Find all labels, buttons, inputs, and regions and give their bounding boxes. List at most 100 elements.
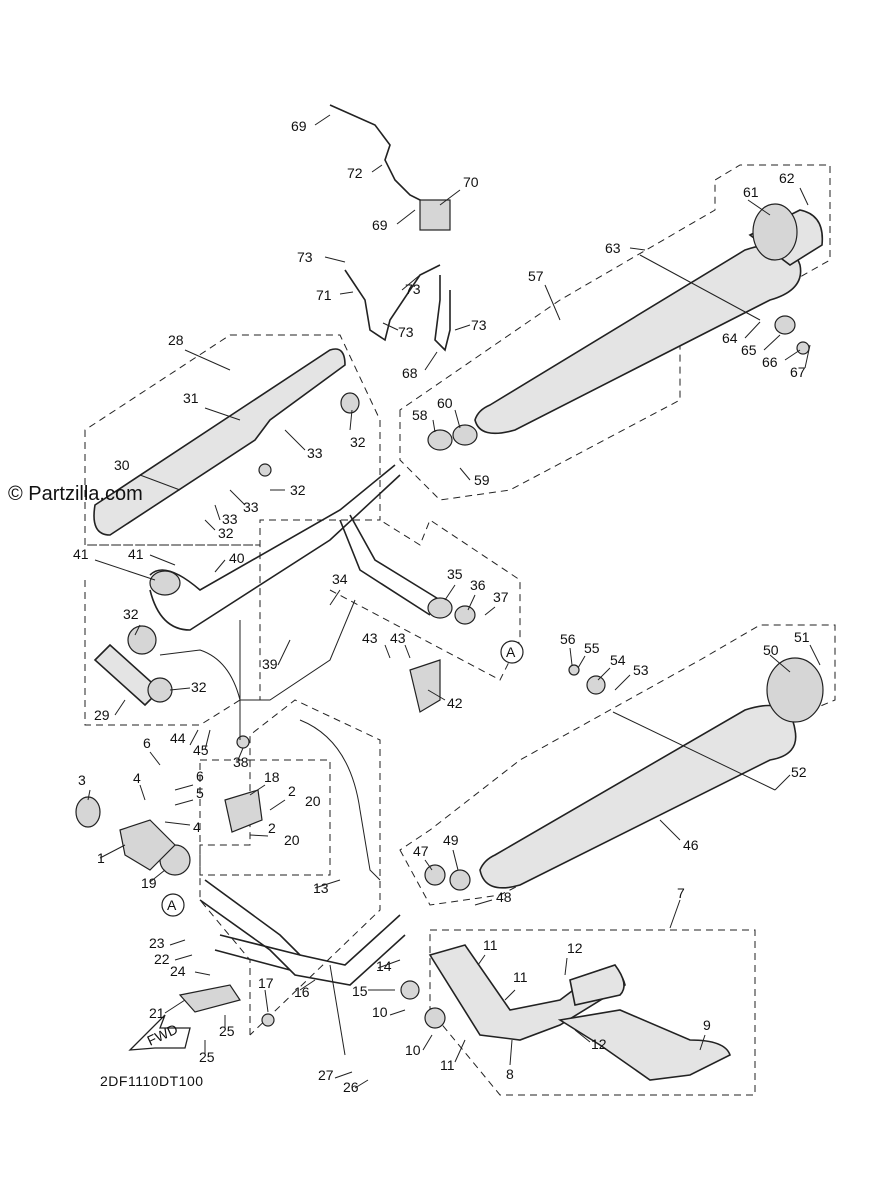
part-label-48: 48 <box>496 889 512 905</box>
group-boundary-29 <box>84 544 261 726</box>
part-label-11b: 11 <box>513 969 528 985</box>
part-label-43b: 43 <box>390 630 406 646</box>
callout-a-upper: A <box>506 644 516 660</box>
part-label-59: 59 <box>474 472 490 488</box>
part-label-6b: 6 <box>196 768 204 784</box>
part-label-20b: 20 <box>284 832 300 848</box>
part-label-8: 8 <box>506 1066 514 1082</box>
part-label-57: 57 <box>528 268 544 284</box>
part-label-2b: 2 <box>268 820 276 836</box>
part-label-58: 58 <box>412 407 428 423</box>
part-label-33c: 33 <box>222 511 238 527</box>
part-label-37: 37 <box>493 589 509 605</box>
part-label-33b: 33 <box>243 499 259 515</box>
part-label-5: 5 <box>196 785 204 801</box>
part-label-61: 61 <box>743 184 759 200</box>
group-boundary-35 <box>329 519 521 681</box>
part-label-52: 52 <box>791 764 807 780</box>
part-label-22: 22 <box>154 951 170 967</box>
breather-hoses <box>329 104 451 352</box>
part-label-25b: 25 <box>199 1049 215 1065</box>
part-label-23: 23 <box>149 935 165 951</box>
part-label-53: 53 <box>633 662 649 678</box>
part-label-32: 32 <box>350 434 366 450</box>
part-label-12b: 12 <box>591 1036 607 1052</box>
part-label-51: 51 <box>794 629 810 645</box>
part-label-19: 19 <box>141 875 157 891</box>
part-label-11: 11 <box>483 937 498 953</box>
part-label-3: 3 <box>78 772 86 788</box>
part-label-38: 38 <box>233 754 249 770</box>
part-label-67: 67 <box>790 364 806 380</box>
collector-pipe <box>428 944 731 1081</box>
part-label-60: 60 <box>437 395 453 411</box>
part-number-labels: 1 2 2 3 4 4 5 6 6 7 8 9 10 10 11 11 11 1… <box>73 118 810 1095</box>
part-label-73: 73 <box>297 249 313 265</box>
part-label-27: 27 <box>318 1067 334 1083</box>
part-label-44: 44 <box>170 730 186 746</box>
part-label-45: 45 <box>193 742 209 758</box>
part-label-20: 20 <box>305 793 321 809</box>
part-label-73c: 73 <box>398 324 414 340</box>
part-label-56: 56 <box>560 631 576 647</box>
part-label-15: 15 <box>352 983 368 999</box>
part-label-42: 42 <box>447 695 463 711</box>
part-label-32d: 32 <box>123 606 139 622</box>
watermark: © Partzilla.com <box>8 483 143 505</box>
part-label-6: 6 <box>143 735 151 751</box>
part-label-71: 71 <box>316 287 332 303</box>
muffler-upper <box>474 203 824 435</box>
group-boundary-28 <box>84 334 381 546</box>
part-label-11c: 11 <box>440 1057 455 1073</box>
heat-shield <box>93 348 346 536</box>
part-label-55: 55 <box>584 640 600 656</box>
part-label-32e: 32 <box>191 679 207 695</box>
part-label-31: 31 <box>183 390 199 406</box>
part-label-63: 63 <box>605 240 621 256</box>
part-label-73b: 73 <box>405 281 421 297</box>
part-label-18: 18 <box>264 769 280 785</box>
part-label-10: 10 <box>372 1004 388 1020</box>
part-label-69b: 69 <box>372 217 388 233</box>
diagram-code: 2DF1110DT100 <box>100 1073 204 1089</box>
part-label-73d: 73 <box>471 317 487 333</box>
part-label-29: 29 <box>94 707 110 723</box>
part-label-50: 50 <box>763 642 779 658</box>
support-rods <box>159 254 776 1056</box>
part-label-46: 46 <box>683 837 699 853</box>
part-label-30: 30 <box>114 457 130 473</box>
part-label-7: 7 <box>677 885 685 901</box>
part-label-41b: 41 <box>128 546 144 562</box>
y-pipe <box>149 464 441 631</box>
group-boundary-18 <box>199 759 331 876</box>
part-label-13: 13 <box>313 880 329 896</box>
callout-a-circle-lower <box>161 893 185 917</box>
part-label-9: 9 <box>703 1017 711 1033</box>
part-label-36: 36 <box>470 577 486 593</box>
group-boundary-7 <box>429 929 756 1096</box>
part-label-16: 16 <box>294 984 310 1000</box>
part-label-34: 34 <box>332 571 348 587</box>
part-label-21: 21 <box>149 1005 165 1021</box>
callout-a-circle-upper <box>500 640 524 664</box>
part-label-25: 25 <box>219 1023 235 1039</box>
part-label-32c: 32 <box>218 525 234 541</box>
part-label-54: 54 <box>610 652 626 668</box>
callout-a-lower: A <box>167 897 177 913</box>
part-label-32b: 32 <box>290 482 306 498</box>
muffler-lower <box>479 657 824 889</box>
part-label-49: 49 <box>443 832 459 848</box>
part-label-65: 65 <box>741 342 757 358</box>
part-label-12: 12 <box>567 940 583 956</box>
part-label-62: 62 <box>779 170 795 186</box>
part-label-28: 28 <box>168 332 184 348</box>
part-label-24: 24 <box>170 963 186 979</box>
group-boundary-13 <box>199 699 381 1036</box>
part-label-39: 39 <box>262 656 278 672</box>
part-label-10b: 10 <box>405 1042 421 1058</box>
group-boundary-57 <box>399 164 831 501</box>
part-label-70: 70 <box>463 174 479 190</box>
part-label-43: 43 <box>362 630 378 646</box>
part-label-64: 64 <box>722 330 738 346</box>
